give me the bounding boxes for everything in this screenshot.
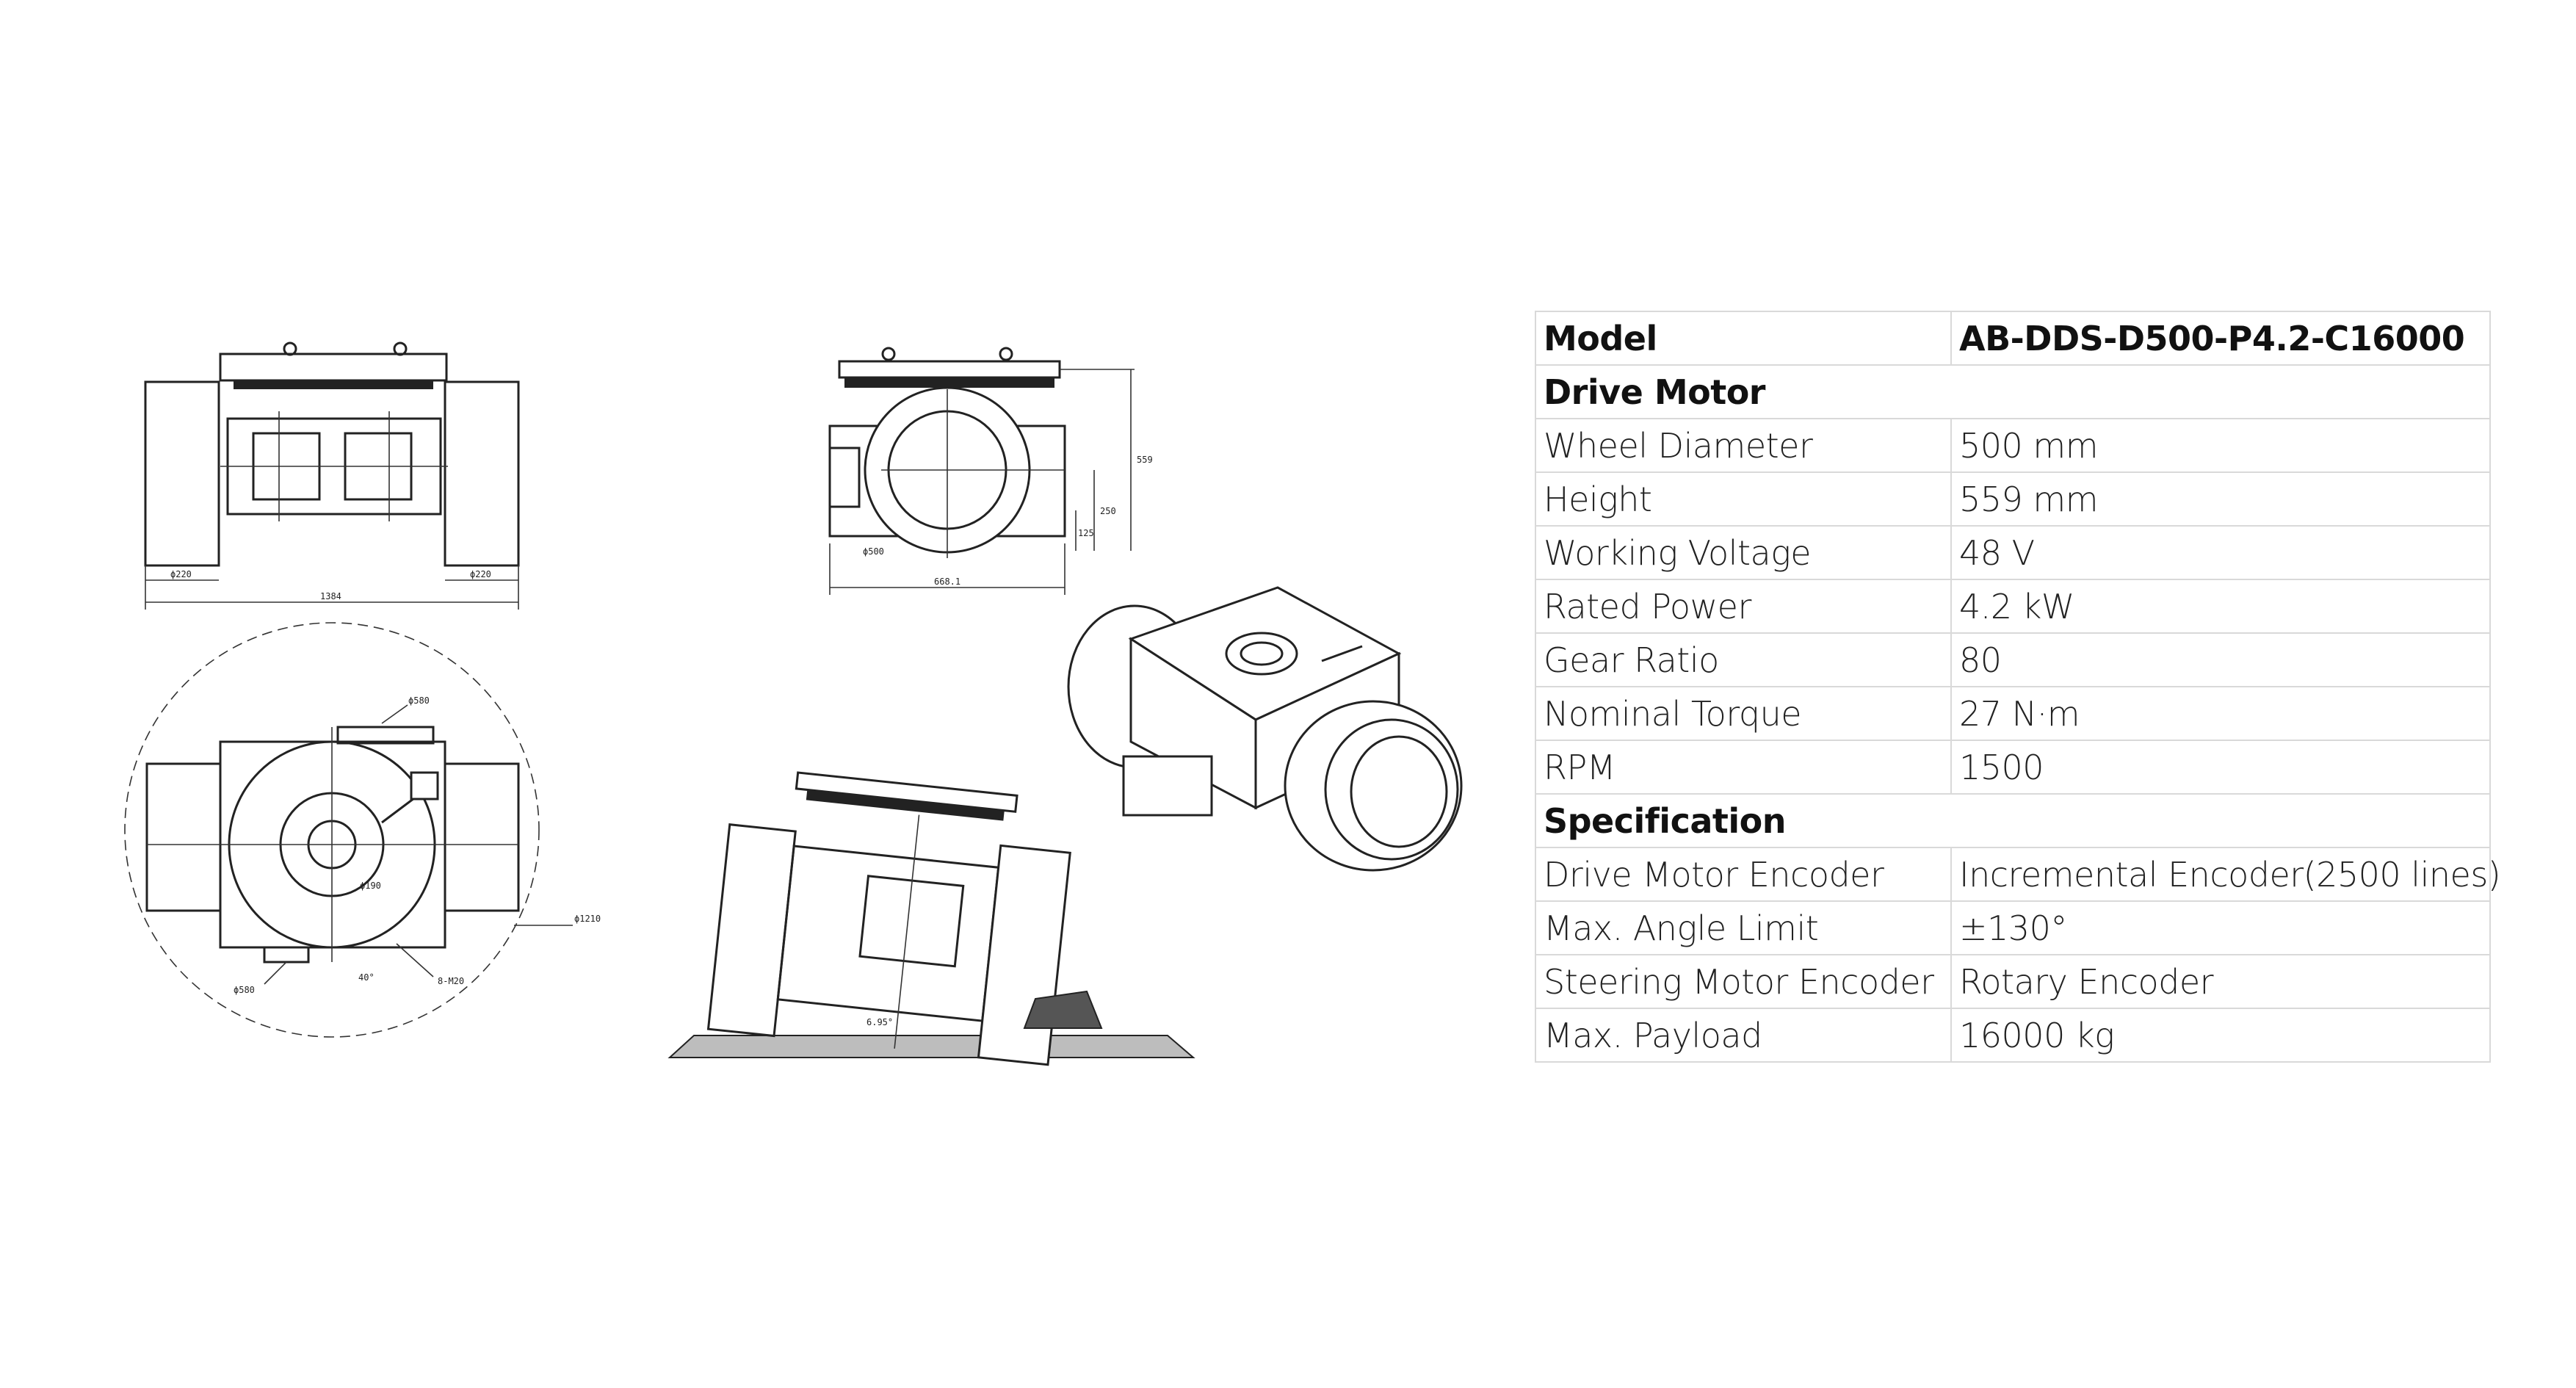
spec-value: 559 mm	[1950, 471, 2491, 527]
spec-label: Steering Motor Encoder	[1535, 954, 1952, 1009]
model-value: AB-DDS-D500-P4.2-C16000	[1950, 311, 2491, 366]
spec-label: Rated Power	[1535, 579, 1952, 634]
top-view-drawing: ϕ580 ϕ580 ϕ1210 ϕ190 8-M20 40°	[124, 622, 601, 1038]
table-row: Gear Ratio 80	[1535, 632, 2491, 687]
section-title: Specification	[1535, 793, 2491, 848]
top-dim-top: ϕ580	[408, 695, 430, 706]
front-dim-wheel-right: ϕ220	[470, 569, 491, 579]
spec-value: 80	[1950, 632, 2491, 687]
top-dim-bottom: ϕ580	[234, 985, 255, 995]
isometric-view-drawing	[1067, 586, 1463, 872]
table-row: Steering Motor Encoder Rotary Encoder	[1535, 954, 2491, 1009]
table-row: RPM 1500	[1535, 740, 2491, 795]
spec-value: Rotary Encoder	[1950, 954, 2491, 1009]
side-dim-low: 125	[1078, 528, 1094, 538]
spec-value: ±130°	[1950, 900, 2491, 955]
spec-value: 1500	[1950, 740, 2491, 795]
tilt-dim-angle: 6.95°	[866, 1017, 893, 1027]
spec-value: 500 mm	[1950, 418, 2491, 473]
top-dim-circle: ϕ1210	[574, 914, 601, 924]
spec-value: 48 V	[1950, 525, 2491, 580]
model-label: Model	[1535, 311, 1952, 366]
spec-label: RPM	[1535, 740, 1952, 795]
section-title: Drive Motor	[1535, 364, 2491, 419]
side-dim-height: 559	[1137, 455, 1153, 465]
top-dim-holes: 8-M20	[438, 976, 464, 986]
spec-label: Drive Motor Encoder	[1535, 847, 1952, 902]
specification-table: Model AB-DDS-D500-P4.2-C16000 Drive Moto…	[1535, 311, 2501, 1063]
table-row: Drive Motor Encoder Incremental Encoder(…	[1535, 847, 2501, 902]
front-dim-wheel-left: ϕ220	[170, 569, 192, 579]
table-row: Max. Angle Limit ±130°	[1535, 900, 2491, 955]
spec-value: 16000 kg	[1950, 1008, 2491, 1063]
section-header-drive-motor: Drive Motor	[1535, 364, 2491, 419]
model-row: Model AB-DDS-D500-P4.2-C16000	[1535, 311, 2491, 366]
spec-label: Gear Ratio	[1535, 632, 1952, 687]
table-row: Wheel Diameter 500 mm	[1535, 418, 2491, 473]
side-dim-wheel: ϕ500	[863, 546, 884, 557]
table-row: Working Voltage 48 V	[1535, 525, 2491, 580]
front-dim-overall: 1384	[320, 591, 341, 601]
spec-label: Max. Payload	[1535, 1008, 1952, 1063]
tilt-view-drawing: 6.95°	[667, 771, 1195, 1066]
side-dim-length: 668.1	[934, 576, 960, 587]
top-dim-angle: 40°	[358, 972, 375, 983]
side-dim-axle: 250	[1100, 506, 1116, 516]
spec-value: 27 N·m	[1950, 686, 2491, 741]
section-header-specification: Specification	[1535, 793, 2491, 848]
spec-label: Working Voltage	[1535, 525, 1952, 580]
table-row: Rated Power 4.2 kW	[1535, 579, 2491, 634]
side-view-drawing: 559 250 125 ϕ500 668.1	[828, 347, 1153, 595]
spec-label: Wheel Diameter	[1535, 418, 1952, 473]
spec-label: Height	[1535, 471, 1952, 527]
spec-label: Max. Angle Limit	[1535, 900, 1952, 955]
spec-value: Incremental Encoder(2500 lines)	[1950, 847, 2501, 902]
spec-label: Nominal Torque	[1535, 686, 1952, 741]
top-dim-hub: ϕ190	[360, 881, 381, 891]
front-view-drawing: ϕ220 ϕ220 1384	[144, 341, 520, 610]
spec-value: 4.2 kW	[1950, 579, 2491, 634]
table-row: Height 559 mm	[1535, 471, 2491, 527]
table-row: Nominal Torque 27 N·m	[1535, 686, 2491, 741]
table-row: Max. Payload 16000 kg	[1535, 1008, 2491, 1063]
